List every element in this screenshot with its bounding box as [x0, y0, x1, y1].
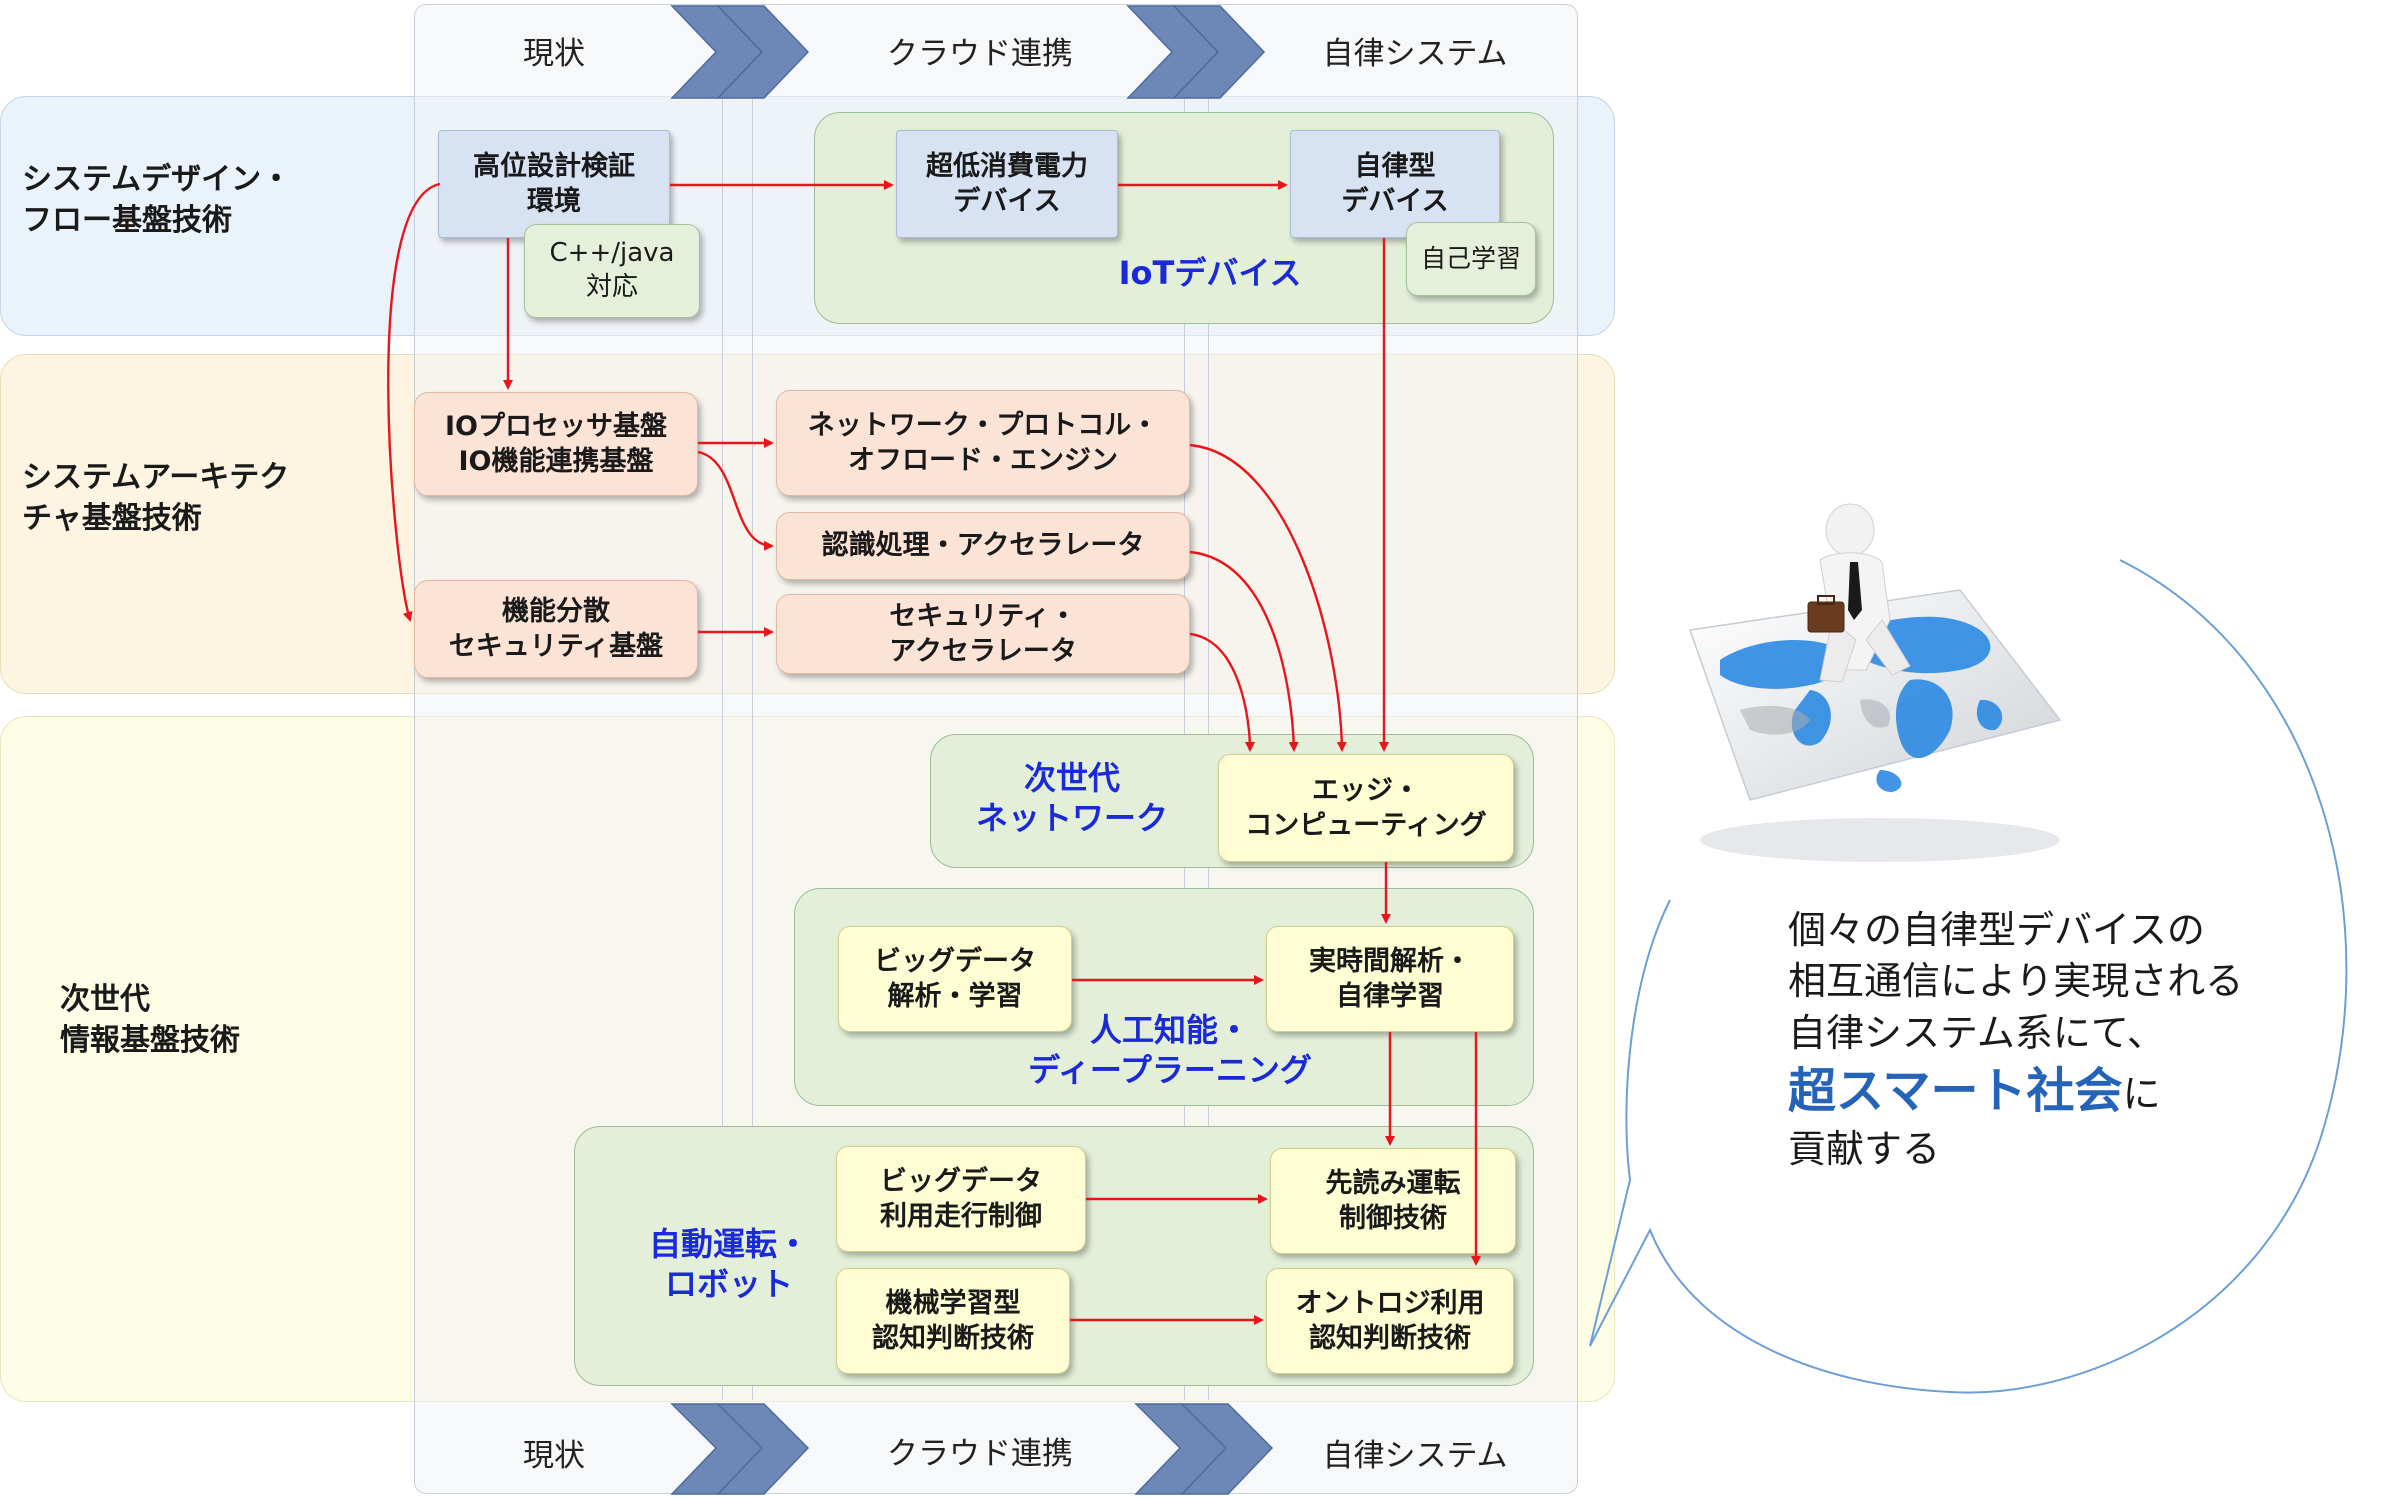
chevron-icon [1172, 5, 1266, 99]
speech-bubble [1589, 559, 2348, 1394]
businessman-on-world-map-illustration [1688, 503, 2062, 862]
box-io-processor-platform: IOプロセッサ基盤 IO機能連携基盤 [414, 392, 698, 496]
phase-divider-1 [722, 90, 723, 1400]
group-title-auto: 自動運転・ ロボット [648, 1225, 809, 1303]
layer-label-infra: 次世代 情報基盤技術 [60, 982, 240, 1058]
arrow-recog-to-edge [1189, 550, 1299, 752]
phase-divider-1b [752, 90, 753, 1400]
chevron-icon [716, 5, 810, 99]
phase-label-top-cloud: クラウド連携 [887, 35, 1073, 72]
box-cpp-java-support: C++/java 対応 [524, 224, 700, 318]
speech-line-2: 相互通信により実現される [1788, 959, 2244, 1004]
businessman-figure [1807, 503, 1911, 683]
phase-label-bottom-cloud: クラウド連携 [887, 1435, 1073, 1472]
chevron-icon [716, 1403, 810, 1495]
box-ultra-low-power-device: 超低消費電力 デバイス [896, 130, 1118, 238]
speech-text-block: 個々の自律型デバイスの 相互通信により実現される 自律システム系にて、 超スマー… [1788, 905, 2368, 1175]
box-big-data-driving-control: ビッグデータ 利用走行制御 [836, 1146, 1086, 1252]
box-high-level-design-verification: 高位設計検証 環境 [438, 130, 670, 238]
speech-line-5: 貢献する [1788, 1126, 1941, 1171]
arrow-ioproc-to-recog [697, 450, 774, 551]
phase-label-top-autonomous: 自律システム [1322, 35, 1508, 72]
speech-emphasis: 超スマート社会 [1788, 1062, 2123, 1119]
box-realtime-analysis: 実時間解析・ 自律学習 [1266, 926, 1514, 1032]
box-network-offload-engine: ネットワーク・プロトコル・ オフロード・エンジン [776, 390, 1190, 496]
group-title-iot: IoTデバイス [1118, 254, 1302, 292]
box-recognition-accelerator: 認識処理・アクセラレータ [776, 512, 1190, 580]
layer-label-design: システムデザイン・ フロー基盤技術 [22, 162, 292, 238]
group-title-ai: 人工知能・ ディープラーニング [1028, 1011, 1312, 1089]
box-autonomous-device: 自律型 デバイス [1290, 130, 1500, 238]
group-title-network: 次世代 ネットワーク [975, 759, 1168, 837]
speech-suffix: に [2122, 1071, 2161, 1116]
arrow-netengine-to-edge [1189, 443, 1347, 752]
speech-line-3: 自律システム系にて、 [1788, 1010, 2165, 1055]
box-distributed-security-platform: 機能分散 セキュリティ基盤 [414, 580, 698, 678]
speech-line-1: 個々の自律型デバイスの [1788, 908, 2205, 952]
speech-line-4: 超スマート社会に [1788, 1059, 2368, 1124]
arrow-hls-to-distsec [387, 182, 441, 622]
box-ontology-cognitive-judgment: オントロジ利用 認知判断技術 [1266, 1268, 1514, 1374]
box-security-accelerator: セキュリティ・ アクセラレータ [776, 594, 1190, 674]
phase-label-top-current: 現状 [523, 35, 585, 72]
phase-label-bottom-autonomous: 自律システム [1322, 1437, 1508, 1474]
box-big-data-learning: ビッグデータ 解析・学習 [838, 926, 1072, 1032]
phase-label-bottom-current: 現状 [523, 1437, 585, 1474]
layer-label-architecture: システムアーキテク チャ基盤技術 [22, 460, 290, 536]
chevron-icon [1180, 1403, 1274, 1495]
box-self-learning: 自己学習 [1406, 222, 1536, 296]
box-edge-computing: エッジ・ コンピューティング [1218, 754, 1514, 862]
box-ml-cognitive-judgment: 機械学習型 認知判断技術 [836, 1268, 1070, 1374]
arrow-secacc-to-edge [1189, 632, 1255, 752]
